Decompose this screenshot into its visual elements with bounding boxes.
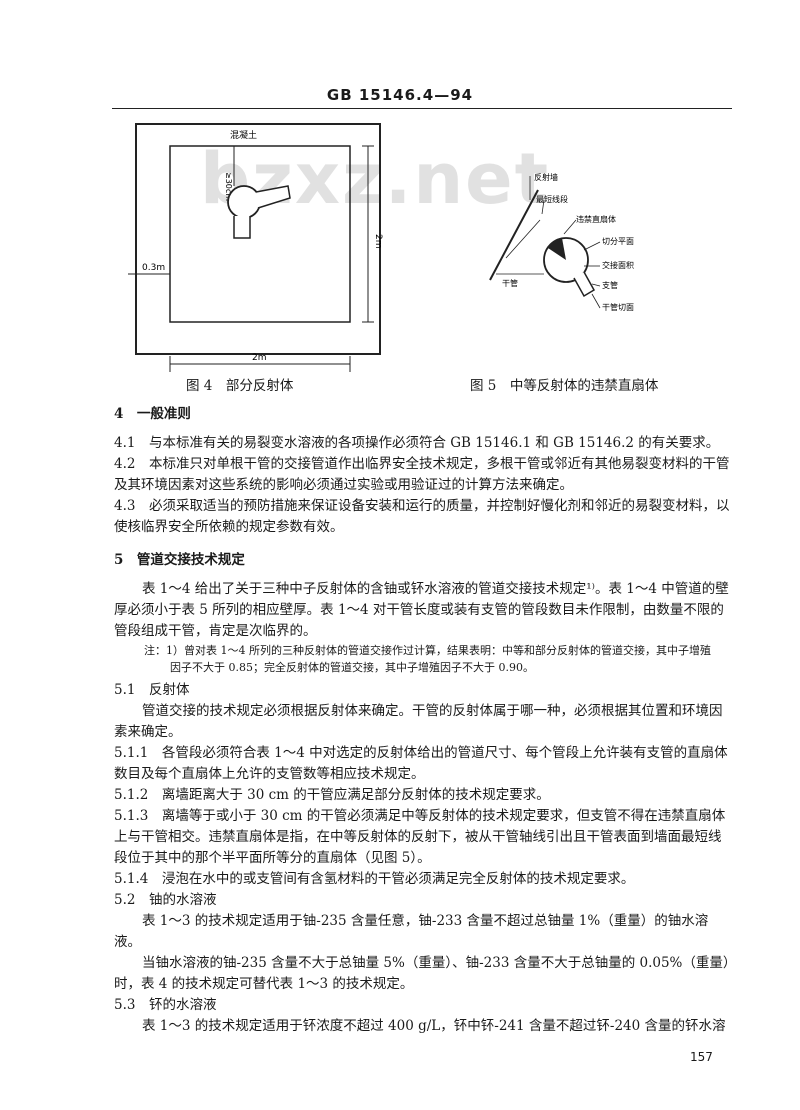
heading-5-3: 5.3 钚的水溶液 — [114, 997, 217, 1013]
figure-5-diagram: 反射墙 最短线段 违禁直扇体 切分平面 交接面积 支管 干管 干管切面 — [489, 172, 634, 312]
figure-5-caption: 图 5 中等反射体的违禁直扇体 — [470, 378, 659, 394]
hatch — [505, 219, 541, 259]
fig5-label: 违禁直扇体 — [576, 214, 616, 224]
fig5-label: 支管 — [602, 280, 618, 290]
clause-4-3: 4.3 必须采取适当的预防措施来保证设备安装和运行的质量，并控制好慢化剂和邻近的… — [114, 498, 730, 535]
section-heading-4: 4 一般准则 — [114, 406, 191, 422]
forbidden-sector — [548, 238, 566, 260]
label-leader — [591, 283, 601, 287]
body-text: 4 一般准则 4.1 与本标准有关的易裂变水溶液的各项操作必须符合 GB 151… — [114, 404, 732, 1037]
label-leader — [583, 241, 601, 251]
fig5-label: 干管切面 — [602, 302, 634, 312]
fig5-label: 切分平面 — [602, 237, 634, 246]
clause-5-1-1: 5.1.1 各管段必须符合表 1～4 中对选定的反射体给出的管道尺寸、每个管段上… — [114, 745, 728, 782]
clause-5-1-4: 5.1.4 浸泡在水中的或支管间有含氢材料的干管必须满足完全反射体的技术规定要求… — [114, 871, 635, 887]
label-30cm: ≥30cm — [224, 172, 233, 201]
clause-5-3: 表 1～3 的技术规定适用于钚浓度不超过 400 g/L，钚中钚-241 含量不… — [142, 1018, 726, 1034]
heading-5-2: 5.2 铀的水溶液 — [114, 892, 217, 908]
header-rule — [112, 108, 732, 109]
label-leader — [563, 219, 577, 235]
clause-5-2-a: 表 1～3 的技术规定适用于铀-235 含量任意，铀-233 含量不超过总铀量 … — [114, 913, 709, 950]
inner-boundary — [169, 145, 351, 323]
clause-5-1-3: 5.1.3 离墙等于或小于 30 cm 的干管必须满足中等反射体的技术规定要求，… — [114, 808, 726, 866]
fig5-label: 反射墙 — [534, 172, 558, 182]
document-header: GB 15146.4—94 — [326, 86, 474, 104]
outer-wall — [135, 123, 381, 355]
clause-5-2-b: 当铀水溶液的铀-235 含量不大于总铀量 5%（重量）、铀-233 含量不大于总… — [114, 955, 730, 992]
reflector-wall — [489, 189, 539, 281]
label-2m-horizontal: 2m — [252, 353, 267, 363]
clause-5-1-2: 5.1.2 离墙距离大于 30 cm 的干管应满足部分反射体的技术规定要求。 — [114, 787, 550, 803]
footnote: 注：1）曾对表 1～4 所列的三种反射体的管道交接作过计算，结果表明：中等和部分… — [114, 642, 732, 676]
footnote-line-1: 注：1）曾对表 1～4 所列的三种反射体的管道交接作过计算，结果表明：中等和部分… — [144, 644, 711, 657]
label-leader — [591, 293, 601, 309]
clause-5-1: 管道交接的技术规定必须根据反射体来确定。干管的反射体属于哪一种，必须根据其位置和… — [114, 703, 723, 740]
page-number: 157 — [690, 1050, 713, 1064]
clause-4-1: 4.1 与本标准有关的易裂变水溶液的各项操作必须符合 GB 15146.1 和 … — [114, 435, 720, 451]
fig5-label: 最短线段 — [536, 194, 568, 204]
heading-5-1: 5.1 反射体 — [114, 682, 190, 698]
section-5-intro: 表 1～4 给出了关于三种中子反射体的含铀或钚水溶液的管道交接技术规定¹⁾。表 … — [114, 581, 729, 639]
fig5-label: 交接面积 — [602, 260, 634, 270]
fig5-label: 干管 — [502, 278, 518, 288]
footnote-line-2: 因子不大于 0.85；完全反射体的管道交接，其中子增殖因子不大于 0.90。 — [170, 661, 534, 674]
figure-4-diagram: 混凝土 ≥30cm 2m 2m 0.3m — [128, 123, 383, 372]
clause-4-2: 4.2 本标准只对单根干管的交接管道作出临界安全技术规定，多根干管或邻近有其他易… — [114, 456, 730, 493]
pipe-circle — [227, 185, 261, 219]
label-03m: 0.3m — [142, 263, 165, 273]
label-2m-vertical: 2m — [373, 234, 383, 249]
label-concrete: 混凝土 — [230, 129, 257, 141]
figure-4-caption: 图 4 部分反射体 — [186, 378, 294, 394]
section-heading-5: 5 管道交接技术规定 — [114, 552, 245, 568]
branch-pipe-right — [255, 185, 291, 209]
branch-pipe — [573, 271, 596, 298]
label-leader — [541, 199, 545, 215]
branch-pipe-down — [233, 216, 251, 239]
